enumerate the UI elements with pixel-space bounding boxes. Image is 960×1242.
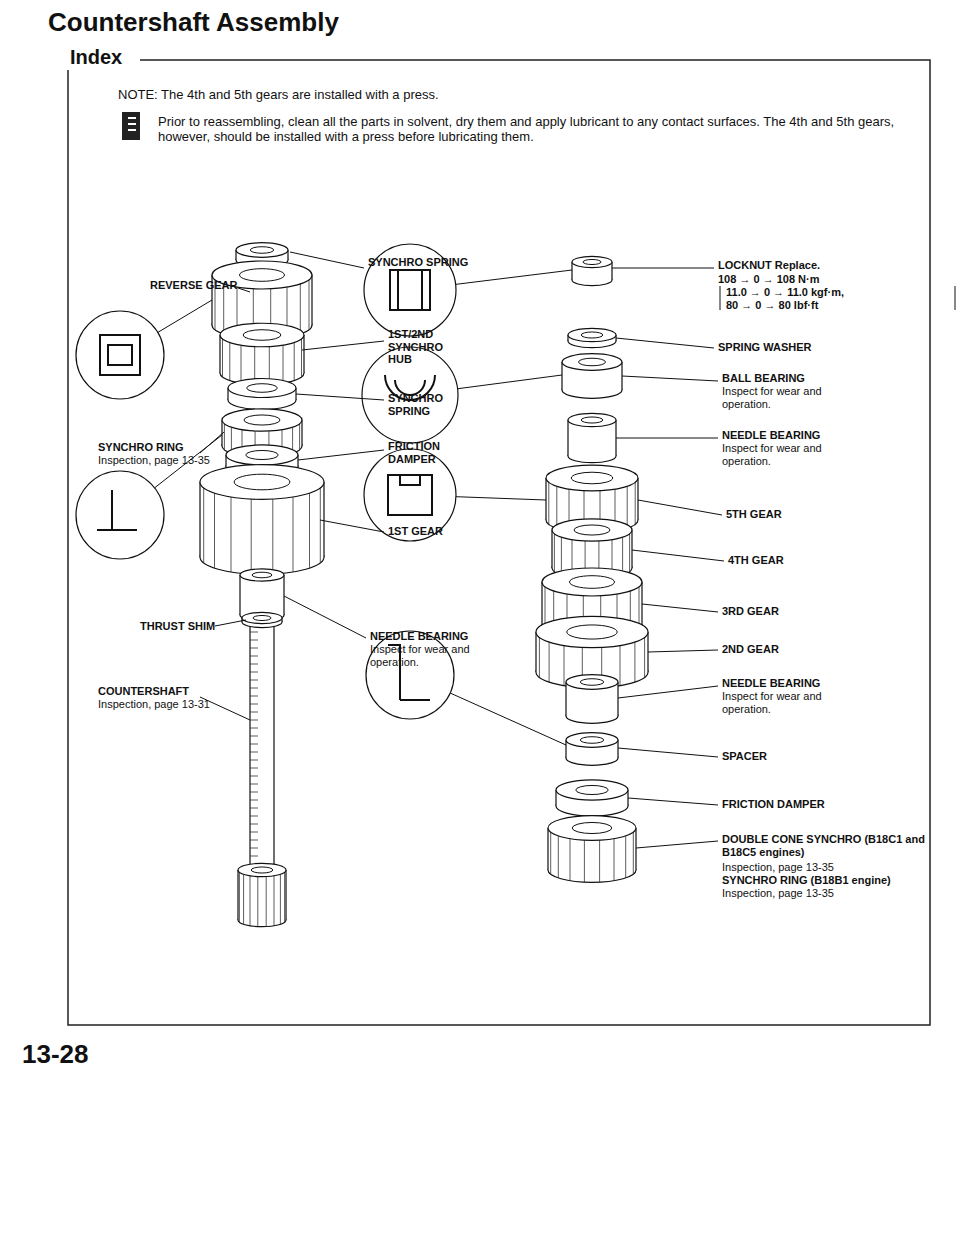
leader-line — [638, 500, 722, 515]
gear-part — [572, 256, 612, 285]
leader-line — [284, 596, 366, 638]
inspection-note: Inspection, page 13-35 — [722, 861, 834, 874]
part-label: BALL BEARING — [722, 372, 805, 385]
note-text: Prior to reassembling, clean all the par… — [158, 115, 898, 145]
exploded-view — [76, 243, 955, 927]
leader-lines — [200, 252, 724, 848]
part-label: LOCKNUT Replace. — [718, 259, 820, 272]
leader-line — [618, 748, 718, 757]
section-heading: Index — [70, 46, 122, 69]
part-label: 4TH GEAR — [728, 554, 784, 567]
leader-line — [215, 620, 246, 626]
gear-part — [566, 675, 618, 724]
inspection-note: Inspect for wear and operation. — [722, 442, 822, 467]
part-label: 1ST/2ND SYNCHRO HUB — [388, 328, 458, 366]
inspection-note: Inspection, page 13-35 — [722, 887, 834, 900]
leader-line — [648, 650, 718, 652]
gear-part — [228, 378, 296, 409]
leader-line — [628, 798, 718, 805]
gear-part — [220, 323, 304, 385]
inspection-note: Inspect for wear and operation. — [722, 690, 822, 715]
gear-part — [242, 612, 282, 627]
inspection-note: Inspection, page 13-31 — [98, 698, 210, 711]
inspection-note: Inspect for wear and operation. — [370, 643, 470, 668]
leader-line — [616, 338, 714, 348]
detail-inset — [76, 300, 212, 399]
part-label: FRICTION DAMPER — [722, 798, 825, 811]
gear-part — [556, 780, 628, 816]
part-label: SYNCHRO SPRING — [388, 392, 458, 417]
part-label: 5TH GEAR — [726, 508, 782, 521]
leader-line — [298, 450, 384, 460]
leader-line — [618, 686, 718, 698]
detail-inset — [366, 631, 566, 745]
leader-line — [200, 432, 224, 453]
part-label: COUNTERSHAFT — [98, 685, 189, 698]
part-label: SPACER — [722, 750, 767, 763]
leader-line — [302, 341, 384, 350]
gear-part — [238, 863, 286, 926]
part-label: 1ST GEAR — [388, 525, 443, 538]
page-frame — [68, 60, 930, 1025]
gear-part — [568, 413, 616, 462]
part-label: FRICTION DAMPER — [388, 440, 458, 465]
gear-part — [562, 354, 622, 399]
part-label: SPRING WASHER — [718, 341, 812, 354]
leader-line — [642, 604, 718, 612]
page-number: 13-28 — [22, 1040, 89, 1070]
leader-line — [622, 376, 718, 381]
inspection-note: Inspection, page 13-35 — [98, 454, 210, 467]
part-label: 3RD GEAR — [722, 605, 779, 618]
gear-part — [548, 816, 636, 883]
leader-line — [238, 288, 250, 292]
part-label: SYNCHRO RING (B18B1 engine) — [722, 874, 891, 887]
note-text: NOTE: The 4th and 5th gears are installe… — [118, 88, 439, 103]
part-label: SYNCHRO SPRING — [368, 256, 468, 269]
part-label: 108 → 0 → 108 N·m — [718, 273, 820, 286]
part-label: REVERSE GEAR — [150, 279, 237, 292]
leader-line — [320, 520, 384, 532]
gear-part — [566, 733, 618, 766]
leader-line — [632, 550, 724, 561]
gear-part — [568, 328, 616, 347]
part-label: NEEDLE BEARING — [370, 630, 468, 643]
part-label: 2ND GEAR — [722, 643, 779, 656]
leader-line — [296, 394, 384, 400]
part-label: DOUBLE CONE SYNCHRO (B18C1 and B18C5 eng… — [722, 833, 947, 858]
detail-inset — [364, 244, 572, 336]
part-label: 11.0 → 0 → 11.0 kgf·m, — [726, 286, 844, 299]
note-icon — [122, 112, 140, 140]
frame-line — [68, 60, 930, 1025]
inspection-note: Inspect for wear and operation. — [722, 385, 822, 410]
page-title: Countershaft Assembly — [48, 8, 339, 38]
leader-line — [616, 438, 718, 439]
part-label: NEEDLE BEARING — [722, 429, 820, 442]
leader-line — [636, 841, 718, 848]
detail-inset — [76, 435, 222, 559]
part-label: THRUST SHIM — [140, 620, 215, 633]
leader-line — [612, 268, 714, 269]
part-label: NEEDLE BEARING — [722, 677, 820, 690]
gear-part — [200, 465, 324, 575]
part-label: 80 → 0 → 80 lbf·ft — [726, 299, 818, 312]
part-label: SYNCHRO RING — [98, 441, 184, 454]
leader-line — [290, 252, 364, 268]
